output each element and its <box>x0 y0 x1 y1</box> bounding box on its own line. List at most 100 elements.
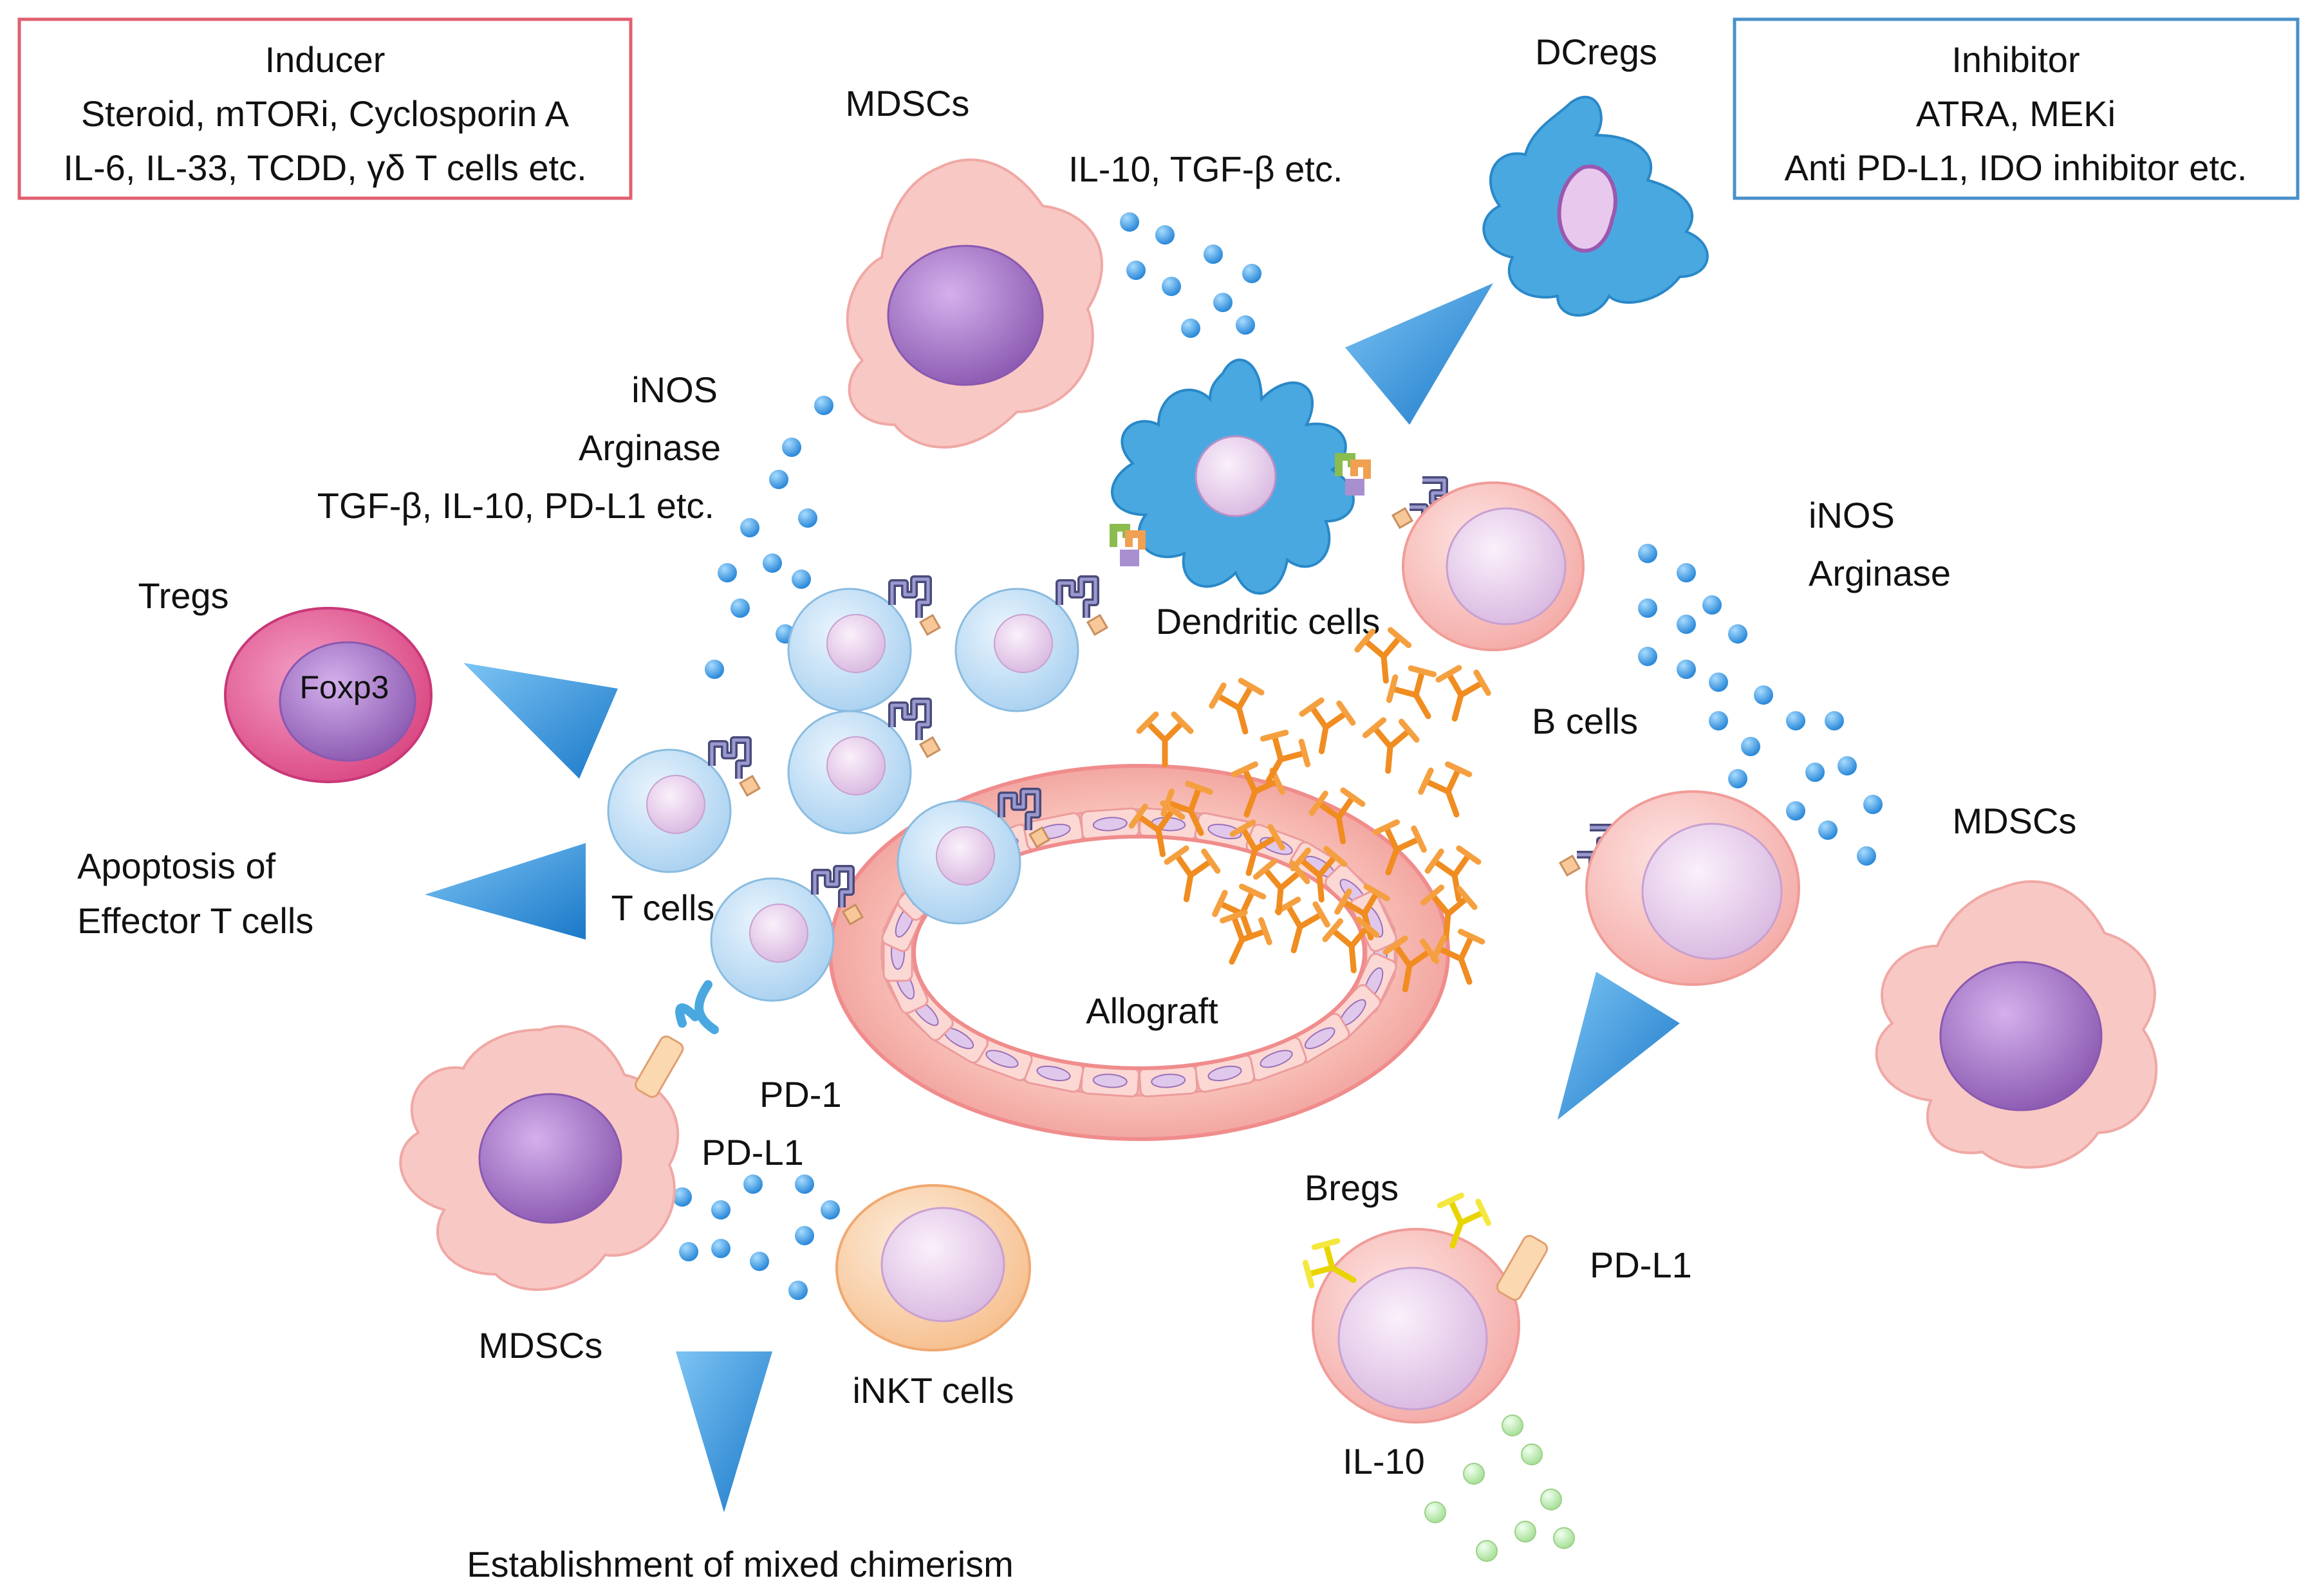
cytokine-dot <box>782 438 801 457</box>
inhibitor-title: Inhibitor <box>1951 39 2080 80</box>
label-apoptosis-line2: Effector T cells <box>77 900 313 941</box>
dendritic-cell <box>1110 358 1355 595</box>
dcregs-nucleus <box>1557 164 1617 253</box>
cytokine-dot <box>769 470 788 489</box>
antibody <box>1415 759 1481 824</box>
cytokine-dot <box>1709 711 1728 730</box>
cytokine-dot <box>705 660 724 679</box>
antibody <box>1381 660 1450 729</box>
t-cells <box>607 588 1079 1002</box>
label-bregs: Bregs <box>1305 1167 1399 1208</box>
label-tregs: Tregs <box>138 575 228 616</box>
label-inkt-cells: iNKT cells <box>852 1370 1014 1411</box>
arrow-to-bregs <box>1558 972 1680 1120</box>
label-arginase-right: Arginase <box>1809 553 1951 593</box>
cytokine-dot <box>750 1252 769 1271</box>
cytokine-dot <box>1838 756 1857 775</box>
cytokine-dot <box>679 1242 698 1261</box>
breg-pdl1 <box>1496 1234 1549 1301</box>
label-mdscs-right: MDSCs <box>1953 801 2077 841</box>
cytokine-dot <box>1126 261 1146 280</box>
il10-dot <box>1553 1527 1575 1549</box>
b-cell-top-nucleus <box>1446 507 1567 626</box>
label-foxp3: Foxp3 <box>300 669 389 705</box>
cytokine-dot <box>1213 293 1233 312</box>
dcregs-cell <box>1482 95 1709 317</box>
tregs-cell: Foxp3 <box>224 607 433 783</box>
label-dendritic-cells: Dendritic cells <box>1156 601 1381 642</box>
cytokine-dot <box>792 570 811 589</box>
t-cell-5 <box>897 800 1021 925</box>
t-cell-4 <box>607 748 732 873</box>
cytokine-dot <box>1677 563 1696 582</box>
il10-dot <box>1540 1489 1562 1510</box>
endothelial-cell <box>1138 1064 1198 1098</box>
inducer-line1: Steroid, mTORi, Cyclosporin A <box>81 93 570 134</box>
cytokine-dot <box>1728 624 1747 644</box>
cytokine-dot <box>1863 795 1883 814</box>
cytokine-dot <box>1204 245 1223 264</box>
label-inos-right: iNOS <box>1809 495 1895 535</box>
label-mixed-chimerism: Establishment of mixed chimerism <box>467 1544 1014 1584</box>
cytokine-dot <box>1120 212 1139 232</box>
treg-nucleus <box>279 641 416 762</box>
cytokine-dot <box>1677 660 1696 679</box>
label-mdscs-top: MDSCs <box>846 83 970 124</box>
cytokine-dot <box>1638 598 1657 618</box>
inhibitor-line2: Anti PD-L1, IDO inhibitor etc. <box>1785 147 2247 188</box>
b-cell-middle-nucleus <box>1641 822 1783 960</box>
inkt-nucleus <box>880 1207 1005 1322</box>
inhibitor-line1: ATRA, MEKi <box>1916 93 2116 134</box>
mdsc-top <box>846 158 1104 449</box>
bregs-cell <box>1297 1190 1549 1424</box>
cytokine-dot <box>711 1200 730 1220</box>
il10-dot <box>1514 1521 1536 1543</box>
mhc-complex <box>1113 528 1142 566</box>
cytokine-dot <box>730 598 750 618</box>
mdsc-top-nucleus <box>887 245 1044 386</box>
antibody <box>1363 719 1418 774</box>
pd1-receptor <box>675 980 719 1034</box>
label-tgfb-il10-pdl1: TGF-β, IL-10, PD-L1 etc. <box>317 485 714 526</box>
t-cell-3 <box>787 710 912 835</box>
pdl1-ligand <box>635 1035 684 1099</box>
il10-dot <box>1424 1501 1446 1523</box>
cytokine-dot <box>1709 673 1728 692</box>
inkt-cell <box>835 1184 1031 1351</box>
cytokine-dot <box>795 1174 814 1194</box>
b-cell-middle <box>1585 790 1800 986</box>
cytokine-dot <box>763 553 782 573</box>
cytokine-dot <box>788 1281 808 1300</box>
bregs-nucleus <box>1337 1267 1488 1411</box>
cytokine-dot <box>1857 846 1876 866</box>
label-il10-tgfb: IL-10, TGF-β etc. <box>1068 149 1343 189</box>
label-pdl1-right: PD-L1 <box>1590 1245 1692 1285</box>
label-arginase-left: Arginase <box>579 427 721 468</box>
inducer-box-border <box>17 17 633 200</box>
inducer-box: Inducer Steroid, mTORi, Cyclosporin A IL… <box>17 17 633 200</box>
mdsc-right-nucleus <box>1939 961 2103 1111</box>
cytokine-dot <box>740 518 759 537</box>
il10-dot <box>1502 1415 1523 1436</box>
cytokine-dot <box>1728 769 1747 788</box>
antibody <box>1430 663 1493 725</box>
cytokine-dot <box>718 563 737 582</box>
label-dcregs: DCregs <box>1535 32 1657 72</box>
cytokine-dot <box>795 1226 814 1245</box>
label-il10-bottom: IL-10 <box>1343 1441 1425 1481</box>
il10-dot <box>1463 1463 1485 1485</box>
cytokine-dot <box>814 396 833 415</box>
cytokine-dot <box>711 1239 730 1258</box>
arrow-mixed-chimerism <box>676 1351 772 1512</box>
endothelial-cell <box>1080 807 1140 841</box>
cytokine-dot <box>743 1174 763 1194</box>
cytokine-dot <box>821 1200 840 1220</box>
cytokine-dot <box>1702 595 1722 615</box>
cytokine-dot <box>1677 615 1696 634</box>
label-inos-left: iNOS <box>631 369 718 410</box>
cytokine-dot <box>673 1187 692 1207</box>
antibody <box>1139 714 1191 765</box>
arrow-to-tregs <box>463 663 618 779</box>
t-cell-2 <box>954 588 1079 712</box>
arrow-to-dcregs <box>1345 283 1493 425</box>
